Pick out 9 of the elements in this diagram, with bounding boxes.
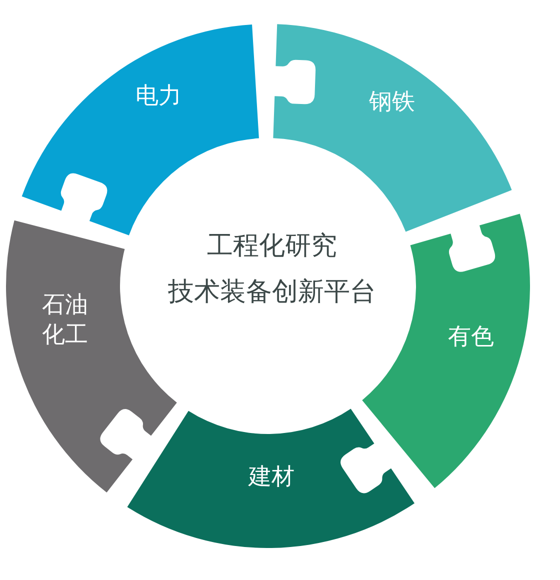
segment-label: 建材 [248,462,294,492]
segment-label: 有色 [448,322,494,352]
puzzle-segment [21,24,259,236]
segment-label: 电力 [136,82,182,112]
puzzle-segment [273,24,512,232]
puzzle-segment [127,408,415,548]
segment-label: 石油化工 [40,290,89,350]
center-text: 工程化研究技术装备创新平台 [168,230,376,309]
segment-label: 钢铁 [369,88,416,117]
